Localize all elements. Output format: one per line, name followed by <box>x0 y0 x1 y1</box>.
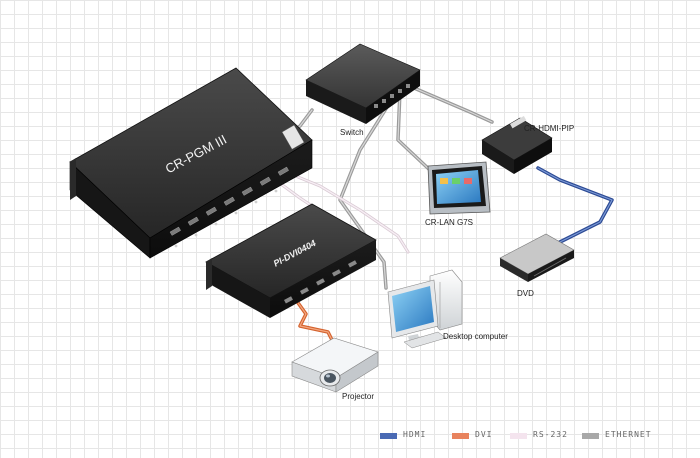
ethernet-cables <box>268 86 494 290</box>
desktop-computer-label: Desktop computer <box>443 332 508 341</box>
legend-swatch-rs232 <box>510 433 527 439</box>
legend-swatch-ethernet <box>582 433 599 439</box>
desktop-computer-device <box>387 269 463 349</box>
cr-lan-g7s-label: CR-LAN G7S <box>425 218 474 227</box>
legend-label-rs232: RS-232 <box>533 430 568 439</box>
cr-hdmi-pip-device <box>481 116 553 174</box>
pi-dvi0404-device: PI-DVI0404 <box>205 203 377 318</box>
dvd-label: DVD <box>517 289 534 298</box>
dvd-device <box>499 233 575 282</box>
legend-swatch-hdmi <box>380 433 397 439</box>
hdmi-cable <box>536 166 614 246</box>
cr-pgm-device: CR-PGM III <box>69 67 313 259</box>
legend-swatch-dvi <box>452 433 469 439</box>
projector-label: Projector <box>342 392 375 401</box>
dvi-cable <box>294 298 334 342</box>
projector-device <box>291 337 379 393</box>
cr-lan-g7s-device <box>427 161 491 215</box>
cr-hdmi-pip-label: CR-HDMI-PIP <box>524 124 575 133</box>
legend-label-ethernet: ETHERNET <box>605 430 652 439</box>
legend-label-hdmi: HDMI <box>403 430 427 439</box>
legend-label-dvi: DVI <box>475 430 493 439</box>
switch-device <box>305 43 421 124</box>
switch-label: Switch <box>340 128 364 137</box>
